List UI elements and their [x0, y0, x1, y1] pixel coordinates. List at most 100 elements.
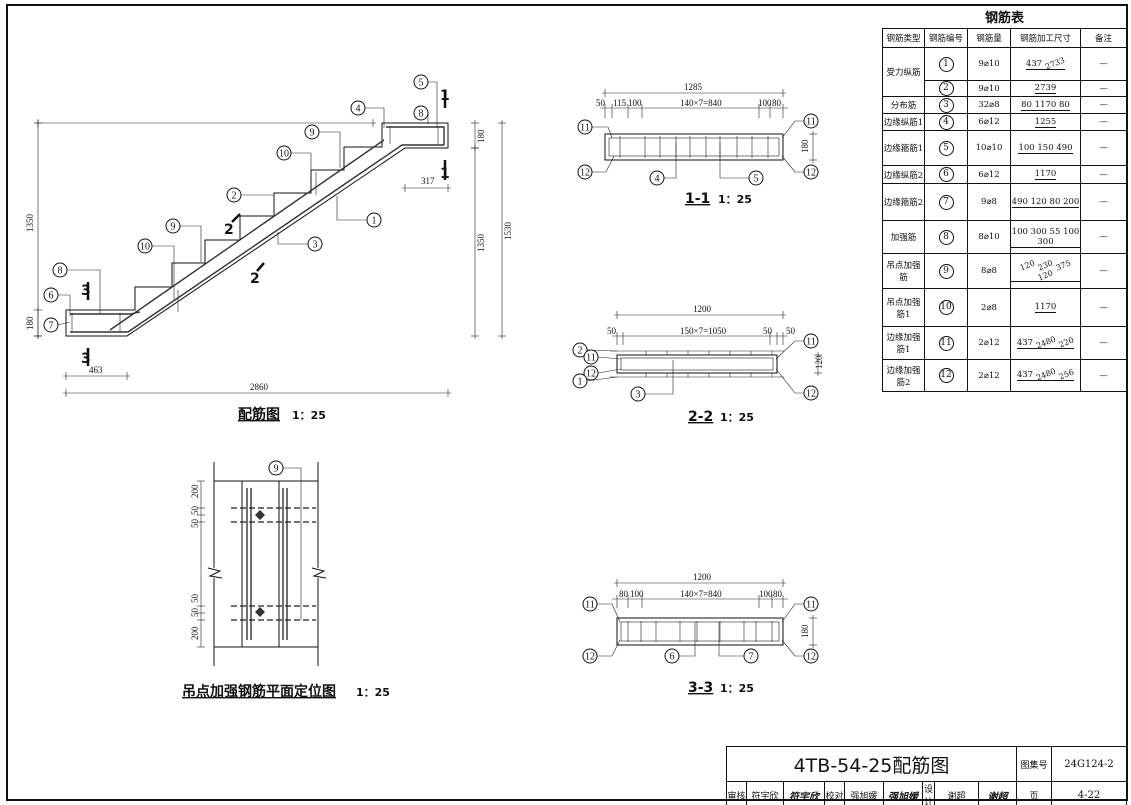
- rebar-shape: 437 2480 256: [1016, 367, 1075, 383]
- callout-number: 10: [140, 242, 150, 253]
- dimension-text: 317: [421, 176, 435, 186]
- section-cut-mark: 3: [81, 351, 91, 367]
- plan-title: 吊点加强钢筋平面定位图: [182, 683, 336, 700]
- callout-circle: [268, 460, 284, 476]
- callout-circle: [226, 187, 242, 203]
- section-cage: [620, 621, 780, 642]
- callout-circle: [413, 74, 429, 90]
- callout: 7: [43, 317, 71, 333]
- callout: 12: [582, 639, 621, 664]
- callout: 12: [781, 155, 819, 180]
- callout-number: 11: [580, 123, 590, 134]
- callout-circle: [366, 212, 382, 228]
- rebar-note: —: [1080, 326, 1127, 360]
- shape-dimension: 80: [1059, 99, 1070, 110]
- dimension-text: 50: [596, 98, 606, 108]
- dimension-text: 120: [814, 355, 824, 369]
- callout-circle: [748, 170, 764, 186]
- section-3-3: 3-3 1：25: [616, 617, 784, 696]
- dimension-text: 50: [190, 594, 200, 604]
- callout-number: 1: [578, 377, 583, 388]
- header-type: 钢筋类型: [882, 28, 925, 48]
- atlas-number: 24G124-2: [1051, 746, 1127, 782]
- callout-circle: [307, 236, 323, 252]
- rebar-number: 9: [938, 263, 954, 279]
- callout: 9: [165, 218, 202, 262]
- rebar-quantity: 2⌀12: [967, 359, 1011, 392]
- callout-number: 2: [232, 191, 237, 202]
- dimension-text: 50: [763, 326, 773, 336]
- callout-circle: [572, 373, 588, 389]
- callout-circle: [43, 287, 59, 303]
- callout: 11: [582, 596, 621, 623]
- rebar-type: 边缘箍筋2: [883, 198, 924, 208]
- shape-dimension: 300: [1030, 226, 1047, 237]
- rebar-number: 6: [938, 167, 954, 182]
- landing-stirrups: [71, 126, 439, 332]
- section-cut-mark: 1: [440, 88, 450, 104]
- rebar-top: [70, 126, 445, 331]
- dimension-text: 100: [759, 589, 773, 599]
- callout-circle: [165, 218, 181, 234]
- rebar-number: 5: [938, 140, 954, 156]
- shape-dimension: 120: [1030, 196, 1047, 207]
- rebar-number: 4: [938, 114, 954, 130]
- callout: 11: [781, 113, 819, 139]
- designer-name: 谢超: [934, 781, 979, 805]
- callout: 2: [226, 187, 275, 216]
- callout-number: 6: [49, 291, 54, 302]
- callout-number: 9: [310, 128, 315, 139]
- rebar-quantity: 9⌀10: [967, 47, 1011, 81]
- rebar-type: 边缘加强筋1: [886, 333, 921, 355]
- page-number: 4-22: [1051, 781, 1127, 805]
- callout-number: 3: [636, 390, 641, 401]
- rebar-number: 1: [938, 56, 954, 72]
- page-label: 页: [1016, 781, 1052, 805]
- callout: 6: [43, 287, 71, 316]
- rebar-number: 8: [938, 229, 954, 245]
- callout-circle: [649, 170, 665, 186]
- dimension-text: 200: [190, 484, 200, 498]
- callout: 10: [137, 238, 175, 300]
- review-label: 审核: [726, 781, 747, 805]
- callout: 11: [781, 596, 819, 623]
- callout-number: 11: [806, 117, 816, 128]
- callout-number: 4: [356, 104, 361, 115]
- section-1-1: 1-1 1：25: [604, 133, 784, 207]
- callout-circle: [803, 113, 819, 129]
- shape-dimension: 1255: [1034, 116, 1057, 127]
- rebar-shape: 100 300 55 100 300: [1011, 227, 1080, 248]
- rebar-note: —: [1080, 165, 1127, 184]
- rebar-shape: 120 230 375 120: [1011, 258, 1080, 282]
- callout-number: 11: [806, 337, 816, 348]
- callout: 5: [719, 142, 764, 186]
- callout: 8: [413, 105, 429, 124]
- stair-outline: [65, 122, 449, 337]
- section-cut-mark: 2: [224, 222, 234, 238]
- dimension-text: 463: [89, 365, 103, 375]
- designer-signature: 谢超: [978, 781, 1017, 805]
- rebar-shape: 1170: [1034, 169, 1057, 180]
- dimension-text: 100: [628, 98, 642, 108]
- shape-dimension: 375: [1054, 258, 1073, 273]
- plan-scale: 1：25: [356, 686, 390, 699]
- dimension-text: 1350: [25, 214, 35, 233]
- shape-dimension: 490: [1056, 142, 1073, 153]
- callout: 8: [52, 262, 101, 314]
- callout-circle: [572, 342, 588, 358]
- reinforcement-bars: [246, 488, 288, 640]
- callout-circle: [664, 648, 680, 664]
- rebar-quantity: 9⌀10: [967, 80, 1011, 97]
- dimension-text: 180: [476, 129, 486, 143]
- callout-number: 8: [58, 266, 63, 277]
- callout-circle: [582, 596, 598, 612]
- shape-dimension: 100: [1011, 226, 1028, 237]
